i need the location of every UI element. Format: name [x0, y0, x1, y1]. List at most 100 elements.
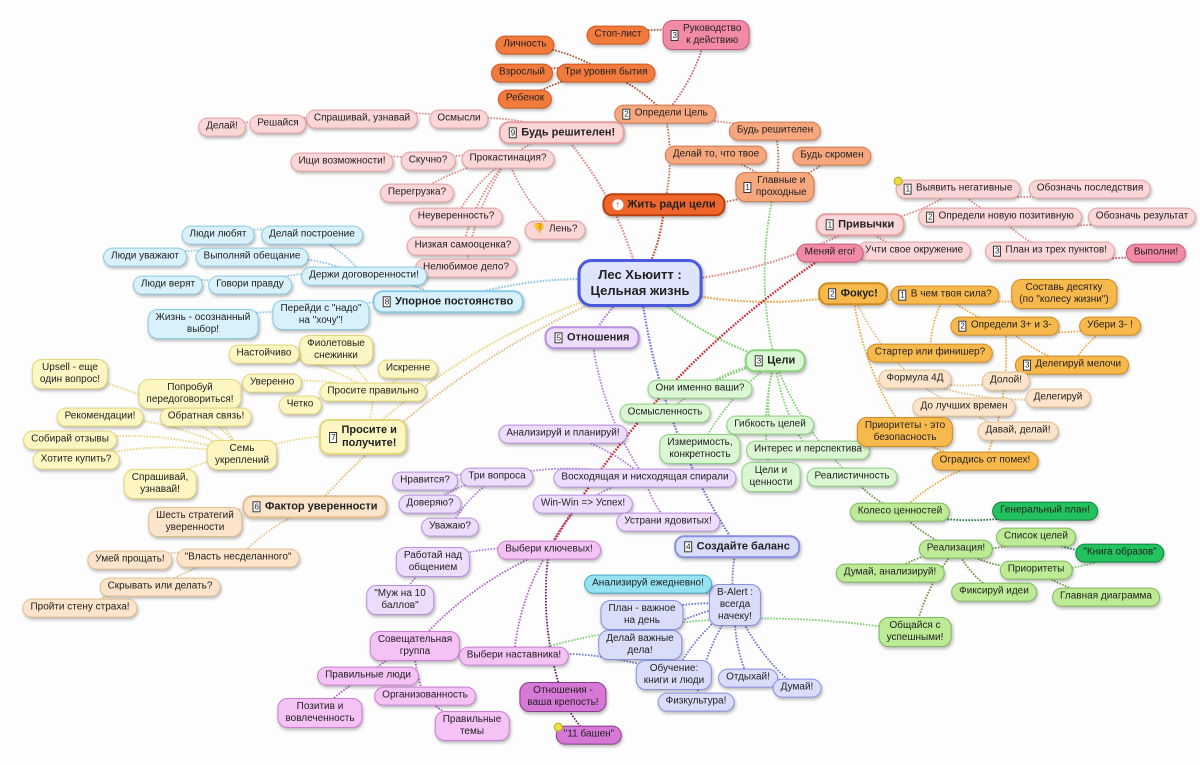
topic-osmysl[interactable]: Осмысленность [619, 403, 711, 423]
topic-delai[interactable]: Делай! [198, 117, 246, 137]
topic-prav-t[interactable]: Правильные темы [434, 711, 510, 741]
topic-osm[interactable]: Осмысли [429, 109, 489, 129]
topic-kniga[interactable]: "Книга образов" [1075, 543, 1165, 563]
topic-gibk[interactable]: Гибкость целей [726, 415, 814, 435]
topic-prav-l[interactable]: Правильные люди [317, 666, 419, 686]
topic-ograd[interactable]: Оградись от помех! [931, 451, 1039, 471]
central-topic[interactable]: Лес Хьюитт : Цельная жизнь [577, 259, 703, 307]
topic-anal-e[interactable]: Анализируй ежедневно! [584, 574, 712, 594]
topic-umei[interactable]: Умей прощать! [87, 550, 173, 570]
topic-otn-kr[interactable]: Отношения - ваша крепость! [519, 682, 607, 712]
topic-menyai[interactable]: Меняй его! [796, 243, 864, 263]
topic-glav[interactable]: 1Главные и проходные [735, 172, 815, 202]
topic-delai-tvoe[interactable]: Делай то, что твое [664, 145, 768, 165]
topic-dumai[interactable]: Думай! [772, 678, 822, 698]
topic-deleg[interactable]: Делегируй [1025, 388, 1091, 408]
topic-vosh[interactable]: Восходящая и нисходящая спирали [553, 468, 737, 488]
topic-obsh[interactable]: Общайся с успешными! [878, 617, 952, 647]
topic-proiti[interactable]: Пройти стену страха! [22, 598, 138, 618]
topic-nelub[interactable]: Нелюбимое дело? [414, 258, 518, 278]
topic-uvazh[interactable]: Люди уважают [103, 247, 187, 267]
topic-len[interactable]: 👎Лень? [524, 220, 586, 240]
topic-anal-pl[interactable]: Анализируй и планируй! [498, 424, 628, 444]
topic-veryat[interactable]: Люди верят [132, 275, 204, 295]
topic-obrat[interactable]: Обратная связь! [159, 407, 253, 427]
topic-do-luch[interactable]: До лучших времен [912, 397, 1016, 417]
topic-spisok[interactable]: Список целей [996, 527, 1076, 547]
topic-sobir[interactable]: Собирай отзывы [23, 430, 117, 450]
topic-oboz-p[interactable]: Обозначь последствия [1028, 179, 1152, 199]
topic-ustr[interactable]: Устрани ядовитых! [616, 512, 720, 532]
topic-sem[interactable]: Семь укреплений [206, 440, 278, 470]
topic-chetko[interactable]: Четко [278, 395, 322, 415]
topic-hot[interactable]: Хотите купить? [32, 450, 120, 470]
topic-vypoln-ob[interactable]: Выполняй обещание [195, 247, 309, 267]
topic-doloi[interactable]: Долой! [981, 371, 1031, 391]
topic-dover[interactable]: Доверяю? [398, 494, 462, 514]
topic-fizk[interactable]: Физкультура! [657, 692, 735, 712]
topic-uchti[interactable]: Учти свое окружение [856, 241, 972, 261]
topic-fiol[interactable]: Фиолетовые снежинки [299, 335, 373, 365]
topic-balert[interactable]: B-Alert : всегда начеку! [708, 584, 762, 626]
topic-lyubyat[interactable]: Люди любят [181, 225, 255, 245]
topic-zhit[interactable]: ↑Жить ради цели [602, 193, 726, 217]
topic-ruk[interactable]: 3Руководство к действию [662, 20, 750, 50]
topic-sprash[interactable]: Спрашивай, узнавай! [123, 469, 197, 499]
topic-uberi[interactable]: Убери 3- ! [1079, 316, 1141, 336]
topic-resh[interactable]: Решайся [249, 114, 307, 134]
topic-nrav[interactable]: Нравится? [392, 471, 458, 491]
topic-inter[interactable]: Интерес и перспектива [746, 440, 870, 460]
topic-celi-c[interactable]: Цели и ценности [741, 462, 801, 492]
topic-dumai-a[interactable]: Думай, анализируй! [835, 563, 945, 583]
topic-vlast[interactable]: "Власть несделанного" [176, 548, 300, 568]
topic-ishi[interactable]: Ищи возможности! [290, 152, 394, 172]
topic-davai[interactable]: Давай, делай! [977, 421, 1059, 441]
topic-upsell[interactable]: Upsell - еще один вопрос! [31, 359, 109, 389]
topic-iskr[interactable]: Искренне [377, 359, 439, 379]
topic-koleso[interactable]: Колесо ценностей [849, 502, 951, 522]
topic-prosite[interactable]: Просите правильно [319, 382, 427, 402]
topic-prior[interactable]: Приоритеты [999, 560, 1073, 580]
topic-rekom[interactable]: Рекомендации! [56, 407, 144, 427]
topic-prok[interactable]: Прокастинация? [461, 149, 555, 169]
topic-nast[interactable]: Настойчиво [228, 344, 300, 364]
topic-otdyh[interactable]: Отдыхай! [718, 668, 778, 688]
topic-prior-b[interactable]: Приоритеты - это безопасность [856, 417, 954, 447]
topic-start[interactable]: Стартер или финишер? [866, 343, 994, 363]
topic-vyb-kl[interactable]: Выбери ключевых! [497, 540, 601, 560]
topic-zhizn[interactable]: Жизнь - осознанный выбор! [147, 309, 259, 339]
topic-muzh[interactable]: "Муж на 10 баллов" [366, 585, 434, 615]
topic-shest[interactable]: Шесть стратегий уверенности [148, 507, 242, 537]
topic-skromen[interactable]: Будь скромен [792, 146, 872, 166]
topic-popr[interactable]: Попробуй передоговориться! [138, 379, 242, 409]
topic-izmer[interactable]: Измеримость, конкретность [659, 434, 741, 464]
topic-realiz[interactable]: Реализация! [918, 539, 994, 559]
topic-uvazh2[interactable]: Уважаю? [421, 517, 479, 537]
topic-spr[interactable]: Спрашивай, узнавай [305, 109, 419, 129]
topic-tri[interactable]: Три уровня бытия [556, 63, 656, 83]
topic-plan-d[interactable]: План - важное на день [600, 600, 684, 630]
topic-fiks[interactable]: Фиксируй идеи [951, 582, 1037, 602]
topic-pr7[interactable]: 7Просите и получите! [319, 419, 407, 455]
topic-bud-r[interactable]: Будь решителен [728, 121, 822, 141]
topic-gen[interactable]: Генеральный план! [992, 501, 1098, 521]
topic-organ[interactable]: Организованность [374, 686, 476, 706]
topic-tri-v[interactable]: Три вопроса [460, 467, 534, 487]
topic-pozit[interactable]: Позитив и вовлеченность [277, 698, 363, 728]
topic-real[interactable]: Реалистичность [806, 467, 898, 487]
topic-sost[interactable]: Составь десятку (по "колесу жизни") [1011, 279, 1117, 309]
